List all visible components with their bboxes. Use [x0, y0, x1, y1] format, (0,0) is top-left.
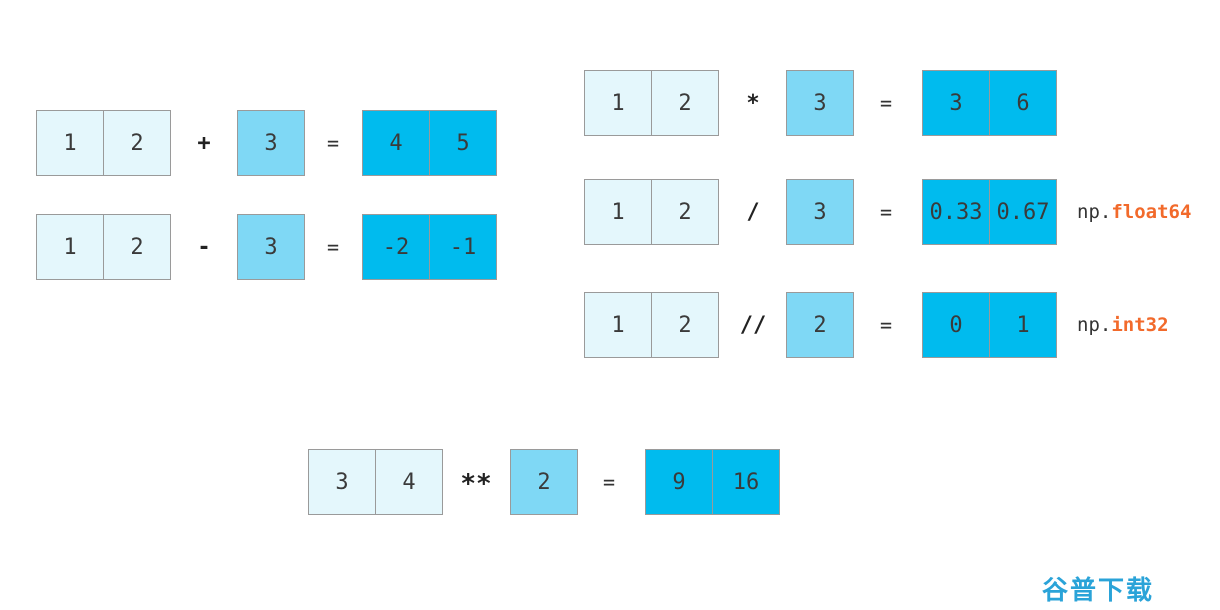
scalar-cell: 2 — [510, 449, 578, 515]
result-cell: 0.33 — [922, 179, 990, 245]
operator: / — [746, 199, 760, 225]
equals-sign: = — [602, 470, 616, 494]
dtype-prefix: np. — [1077, 314, 1112, 336]
input-cell: 1 — [584, 70, 652, 136]
scalar-cell: 3 — [237, 110, 305, 176]
input-cell: 1 — [36, 110, 104, 176]
dtype-label: np.int32 — [1077, 292, 1169, 358]
result-cell: 0 — [922, 292, 990, 358]
scalar-cell: 3 — [237, 214, 305, 280]
scalar-cell: 2 — [786, 292, 854, 358]
operator: - — [197, 234, 211, 260]
result-cell: 9 — [645, 449, 713, 515]
equals-sign: = — [879, 200, 893, 224]
input-cell: 1 — [584, 179, 652, 245]
dtype-name: float64 — [1111, 201, 1192, 223]
result-cell: 5 — [429, 110, 497, 176]
input-cell: 1 — [36, 214, 104, 280]
equals-sign: = — [879, 91, 893, 115]
result-cell: 6 — [989, 70, 1057, 136]
equals-sign: = — [879, 313, 893, 337]
equals-sign: = — [326, 131, 340, 155]
result-cell: -1 — [429, 214, 497, 280]
result-cell: -2 — [362, 214, 430, 280]
input-cell: 3 — [308, 449, 376, 515]
operator: ** — [460, 469, 492, 499]
equals-sign: = — [326, 235, 340, 259]
operator: // — [739, 312, 767, 338]
result-cell: 3 — [922, 70, 990, 136]
input-cell: 4 — [375, 449, 443, 515]
result-cell: 16 — [712, 449, 780, 515]
input-cell: 2 — [651, 179, 719, 245]
input-cell: 2 — [651, 70, 719, 136]
result-cell: 4 — [362, 110, 430, 176]
watermark-logo: 谷普下载 — [1042, 576, 1155, 606]
dtype-label: np.float64 — [1077, 179, 1191, 245]
operator: * — [746, 90, 760, 116]
result-cell: 1 — [989, 292, 1057, 358]
input-cell: 2 — [103, 214, 171, 280]
scalar-cell: 3 — [786, 70, 854, 136]
input-cell: 2 — [651, 292, 719, 358]
input-cell: 1 — [584, 292, 652, 358]
input-cell: 2 — [103, 110, 171, 176]
scalar-cell: 3 — [786, 179, 854, 245]
operator: + — [197, 130, 211, 156]
result-cell: 0.67 — [989, 179, 1057, 245]
dtype-prefix: np. — [1077, 201, 1112, 223]
dtype-name: int32 — [1111, 314, 1169, 336]
